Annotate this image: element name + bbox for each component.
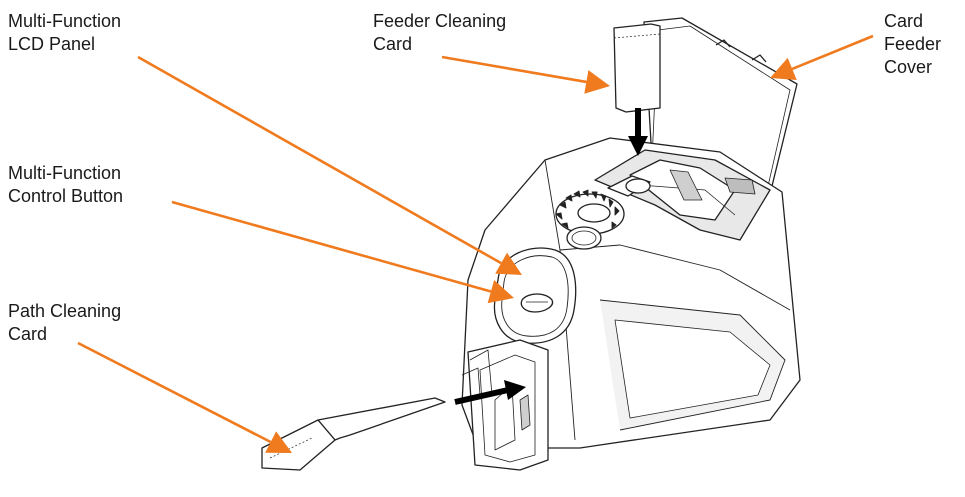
feeder-cleaning-card [613,23,661,113]
insert-arrows [454,108,648,405]
feeder-arrowhead [628,136,648,156]
label-lcd-panel: Multi-Function LCD Panel [8,11,122,54]
path-arrowhead [504,380,526,400]
label-control-button: Multi-Function Control Button [8,163,124,206]
label-card-feeder-cover: Card Feeder Cover [884,11,942,77]
path-insert-arrow [454,387,509,405]
control-button [520,293,554,313]
callout-lcd-panel-line [137,55,502,265]
card-slot [461,339,549,471]
callout-feeder-card-line [441,55,587,84]
path-cleaning-card [261,397,446,471]
callout-path-card-head [265,431,292,453]
callout-path-card-line [77,341,272,444]
label-path-cleaning-card: Path Cleaning Card [8,301,122,344]
card-hopper [594,149,771,241]
callout-feeder-cover-head [770,57,797,81]
callout-feeder-card-head [584,70,610,94]
callout-lcd-panel-head [495,252,522,275]
callout-control-button-line [171,200,492,293]
label-feeder-cleaning-card: Feeder Cleaning Card [373,11,507,54]
keypad [555,189,625,250]
callouts [77,34,874,453]
callout-feeder-cover-line [791,34,874,71]
callout-control-button-head [487,279,514,304]
